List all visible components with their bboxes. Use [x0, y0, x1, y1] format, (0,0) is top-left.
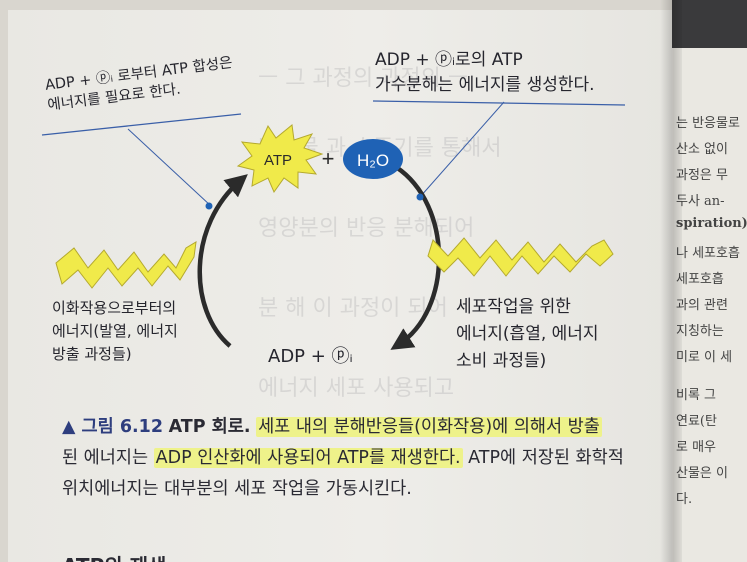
book-gutter-shadow — [660, 0, 682, 562]
caption-line-3: 위치에너지는 대부분의 세포 작업을 가동시킨다. — [62, 479, 412, 499]
adjacent-line: 비록 그 — [676, 388, 717, 403]
atp-starburst — [236, 124, 324, 194]
figure-caption: ▲ 그림 6.12 ATP 회로. 세포 내의 분해반응들(이화작용)에 의해서… — [62, 412, 662, 505]
caption-line-1: ▲ 그림 6.12 ATP 회로. 세포 내의 분해반응들(이화작용)에 의해서… — [62, 412, 662, 443]
background-dark — [672, 0, 747, 48]
synthesis-arrow — [197, 174, 248, 348]
figure-title: ATP 회로. — [168, 417, 251, 437]
adjacent-line: 산물은 이 — [676, 466, 728, 481]
left-note-underline — [41, 113, 242, 136]
adjacent-line: spiration) — [676, 216, 747, 231]
adjacent-line: 산소 없이 — [676, 142, 728, 157]
caption-text-2c: ATP에 저장된 화학적 — [462, 448, 624, 468]
bleed-through-text: 에너지 세포 사용되고 — [258, 376, 455, 401]
adjacent-line: 미로 이 세 — [676, 350, 733, 365]
hydrolysis-energy-note: ADP + ⓟᵢ로의 ATP 가수분해는 에너지를 생성한다. — [375, 50, 595, 95]
catabolism-energy-label: 이화작용으로부터의 에너지(발열, 에너지 방출 과정들) — [52, 299, 178, 363]
adjacent-line: 로 매우 — [676, 440, 717, 455]
atp-label: ATP — [264, 152, 292, 169]
adjacent-line: 두사 an- — [676, 194, 725, 209]
bleed-through-text: 분 해 이 과정이 되어 — [258, 296, 448, 321]
adjacent-line: 과정은 무 — [676, 168, 728, 183]
adjacent-line: 과의 관련 — [676, 298, 728, 313]
adjacent-page: 는 반응물로 산소 없이 과정은 무 두사 an- spiration) 나 세… — [672, 48, 747, 562]
adp-pi-label: ADP + ⓟᵢ — [268, 346, 353, 367]
caption-line-2: 된 에너지는 ADP 인산화에 사용되어 ATP를 재생한다. ATP에 저장된… — [62, 443, 662, 474]
caption-text-2a: 된 에너지는 — [62, 448, 154, 468]
h2o-label: H₂O — [357, 151, 389, 170]
h2o-ellipse — [343, 139, 403, 179]
right-leader-line — [419, 101, 505, 198]
adjacent-line: 다. — [676, 492, 693, 507]
adjacent-line: 지칭하는 — [676, 324, 724, 339]
caption-text-2b: ADP 인산화에 사용되어 ATP를 재생한다. — [153, 448, 463, 468]
textbook-page: ㅡ 그 과정의 과정의 ㅡ 반응물 과 수증기를 통해서 영양분의 반응 분해되… — [8, 10, 672, 562]
atp-cycle-diagram: ATP + H₂O — [41, 100, 626, 350]
adjacent-line: 세포호흡 — [676, 272, 724, 287]
caption-text-1: 세포 내의 분해반응들(이화작용)에 의해서 방출 — [256, 417, 602, 437]
left-leader-line — [127, 128, 212, 207]
bleed-through-text: ㅡ 그 과정의 과정의 ㅡ — [258, 66, 469, 91]
adjacent-line: 나 세포호흡 — [676, 246, 740, 261]
adjacent-line: 연료(탄 — [676, 414, 717, 429]
left-leader-dot — [205, 202, 213, 210]
cellular-work-energy-arrow — [427, 237, 614, 277]
right-leader-dot — [416, 193, 424, 201]
section-heading: ATP의 재생 — [62, 550, 166, 562]
figure-number: ▲ 그림 6.12 — [62, 417, 164, 437]
right-note-underline — [372, 100, 626, 106]
catabolism-energy-arrow — [55, 241, 197, 289]
adjacent-line: 는 반응물로 — [676, 116, 740, 131]
cellular-work-energy-label: 세포작업을 위한 에너지(흡열, 에너지 소비 과정들) — [456, 297, 599, 371]
plus-sign: + — [322, 146, 335, 171]
